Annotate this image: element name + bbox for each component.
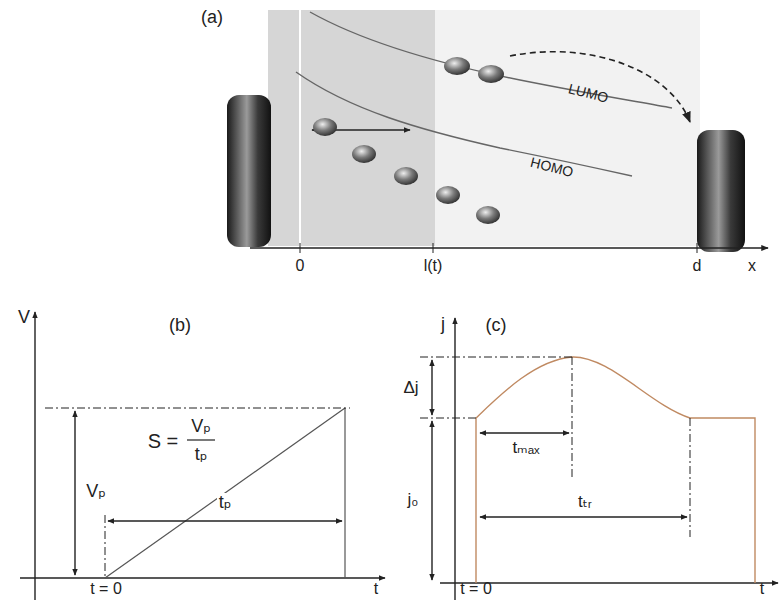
dimension-label: Vₚ (84, 482, 108, 502)
panel-label: (a) (201, 8, 223, 28)
axis-tick: d (693, 257, 702, 275)
dimension-label: Δj (401, 379, 420, 398)
dimension-label: tₚ (217, 493, 234, 513)
axis-tick: 0 (296, 257, 305, 275)
axis-label: x (748, 257, 756, 275)
panel-label: (c) (486, 316, 507, 336)
axis-tick: l(t) (424, 257, 443, 275)
panel-b (20, 312, 385, 600)
panel-label: (b) (169, 316, 191, 336)
axis-label: t (374, 580, 378, 598)
slope-formula: tₚ (193, 445, 210, 465)
axis-label: t (760, 580, 764, 598)
dimension-label: tₜᵣ (576, 493, 594, 512)
axis-tick: t = 0 (90, 580, 122, 598)
slope-formula: S = (146, 430, 181, 452)
panel-a (227, 10, 768, 253)
axis-label: V (18, 308, 30, 328)
axis-tick: t = 0 (460, 580, 492, 598)
axis-label: j (441, 315, 445, 335)
slope-formula: Vₚ (189, 417, 213, 437)
dimension-label: tₘₐₓ (510, 439, 541, 458)
panel-c (420, 318, 778, 600)
dimension-label: j₀ (406, 491, 421, 510)
